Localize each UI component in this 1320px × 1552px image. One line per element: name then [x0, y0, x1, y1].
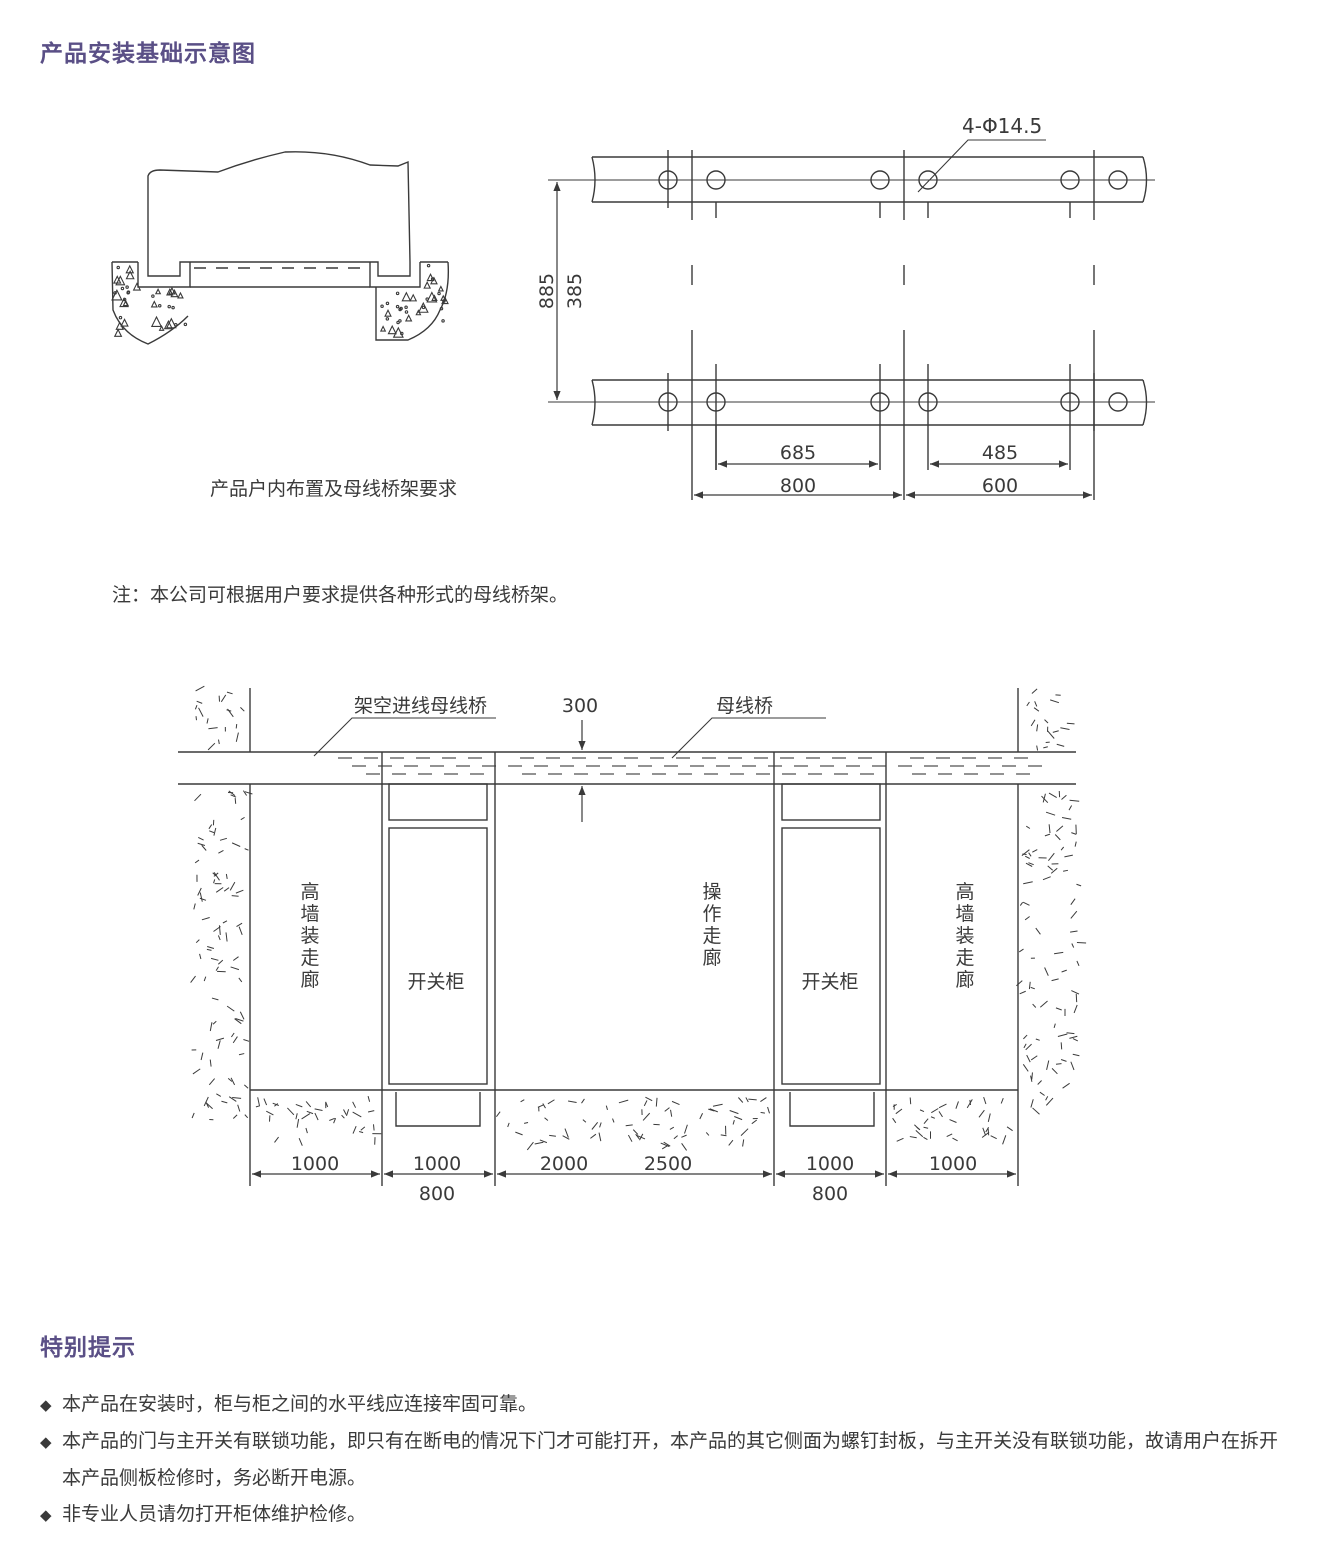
- corridor-label-right: 高墙装走廊: [955, 881, 974, 991]
- diamond-bullet-icon: ◆: [40, 1506, 52, 1524]
- dim-385: 385: [564, 273, 586, 309]
- diamond-bullet-icon: ◆: [40, 1433, 52, 1451]
- tips-section-title: 特别提示: [40, 1335, 136, 1361]
- dim-bottom-5: 1000: [929, 1153, 977, 1175]
- bus-bridge-hatching: [338, 757, 1042, 775]
- bridge-note: 注：本公司可根据用户要求提供各种形式的母线桥架。: [112, 584, 569, 606]
- dim-bottom-4: 1000: [806, 1153, 854, 1175]
- foundation-section-view: [111, 151, 450, 345]
- layout-caption: 产品户内布置及母线桥架要求: [210, 478, 458, 500]
- overhead-bridge-label: 架空进线母线桥: [354, 695, 487, 717]
- dim-bottom-1: 1000: [291, 1153, 339, 1175]
- install-section-title: 产品安装基础示意图: [40, 41, 256, 67]
- hole-spec-label: 4-Φ14.5: [962, 114, 1042, 138]
- dim-300: 300: [562, 695, 598, 717]
- technical-drawings: 4-Φ14.5 885 385 685 485 800 600: [111, 114, 1155, 1205]
- dim-485: 485: [982, 442, 1018, 464]
- dim-600: 600: [982, 475, 1018, 497]
- room-layout-drawing: [178, 688, 1076, 1186]
- dim-bottom-4b: 800: [812, 1183, 848, 1205]
- dim-bottom-2: 1000: [413, 1153, 461, 1175]
- diamond-bullet-icon: ◆: [40, 1396, 52, 1414]
- corridor-label-left: 高墙装走廊: [300, 881, 319, 991]
- dim-bottom-3a: 2000: [540, 1153, 588, 1175]
- corridor-label-mid: 操作走廊: [702, 881, 721, 969]
- cabinet-label-left: 开关柜: [407, 971, 464, 993]
- corridor-labels: 高墙装走廊 操作走廊 高墙装走廊: [300, 881, 974, 991]
- dim-885: 885: [536, 273, 558, 309]
- dim-bottom-2b: 800: [419, 1183, 455, 1205]
- dim-800: 800: [780, 475, 816, 497]
- foundation-plan-view: [548, 139, 1155, 500]
- floor-ground-hatching: [190, 685, 1087, 1151]
- tip-item: ◆本产品的门与主开关有联锁功能，即只有在断电的情况下门才可能打开，本产品的其它侧…: [40, 1423, 1290, 1496]
- tip-item: ◆非专业人员请勿打开柜体维护检修。: [40, 1496, 1290, 1533]
- cabinet-label-right: 开关柜: [801, 971, 858, 993]
- dim-685: 685: [780, 442, 816, 464]
- tips-list: ◆本产品在安装时，柜与柜之间的水平线应连接牢固可靠。 ◆本产品的门与主开关有联锁…: [40, 1386, 1290, 1533]
- tip-item: ◆本产品在安装时，柜与柜之间的水平线应连接牢固可靠。: [40, 1386, 1290, 1423]
- gravel-hatching: [111, 263, 449, 338]
- bus-bridge-label: 母线桥: [716, 695, 773, 717]
- dim-bottom-3b: 2500: [644, 1153, 692, 1175]
